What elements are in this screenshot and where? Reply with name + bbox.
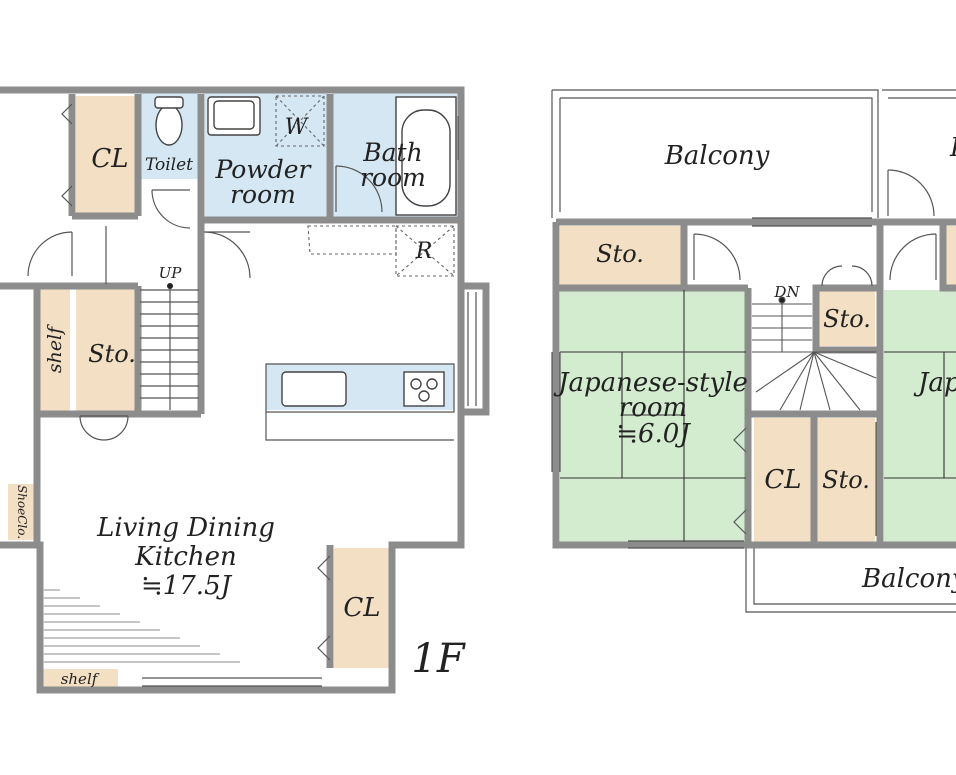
balcony-top-outline xyxy=(551,89,879,218)
japanese-room-label-line1: Japanese-style xyxy=(553,368,748,398)
kitchen-counter-outline xyxy=(265,363,455,441)
balcony-top-window xyxy=(752,217,872,227)
washer-label: W xyxy=(285,115,310,140)
tatami-lines xyxy=(560,290,956,542)
shoe-closet-fill xyxy=(8,484,36,540)
cl-ldk-door-markers xyxy=(317,555,331,661)
door-2f-right-room xyxy=(889,233,937,281)
cl-2f-door-markers xyxy=(733,427,747,535)
ldk-floor-hatch xyxy=(44,589,240,663)
stairs-2f xyxy=(752,296,877,411)
sto-mid-fill xyxy=(819,290,875,346)
toilet-label: Toilet xyxy=(145,155,193,175)
door-balcony-right xyxy=(887,169,935,217)
ldk-label-line2: Kitchen xyxy=(134,542,237,572)
second-floor-plan: Balcony B Sto. DN Sto. Japanese-style ro… xyxy=(551,89,956,613)
first-floor-plan: CL Toilet W Powder room Bath room R UP s… xyxy=(0,86,490,694)
washbasin-bowl-icon xyxy=(213,100,255,130)
toilet-tank-icon xyxy=(154,96,184,109)
wall-window-bump xyxy=(461,282,490,416)
toilet-bowl-icon xyxy=(155,104,183,146)
ldk-bottom-window xyxy=(142,677,322,687)
storage-fill xyxy=(76,289,136,411)
hall-door-left xyxy=(27,231,73,277)
balcony-top-right-partial-label: B xyxy=(949,133,956,163)
first-floor-outer-wall xyxy=(0,86,465,694)
bath-room-label-line1: Bath xyxy=(362,138,422,167)
bath-room-label-line2: room xyxy=(360,163,426,192)
closet-top-fill xyxy=(76,96,135,214)
shelf-bottom-fill xyxy=(42,669,118,687)
jp-room-left-window xyxy=(551,352,561,472)
sto-door xyxy=(79,415,129,441)
sto-bottom-label: Sto. xyxy=(822,466,870,494)
bath-door-swing xyxy=(335,165,383,213)
washer-space xyxy=(275,95,325,147)
wall-2f-sto-mid xyxy=(812,284,884,354)
balcony-bottom-outline xyxy=(745,548,956,613)
bay-window xyxy=(467,292,477,406)
refrigerator-cross xyxy=(395,225,455,277)
cl-top-door-markers xyxy=(61,103,73,207)
storage-label: Sto. xyxy=(88,340,136,368)
bathtub-inner-icon xyxy=(401,109,451,207)
powder-room-label-line1: Powder xyxy=(214,155,312,184)
closet-top-label: CL xyxy=(91,144,128,174)
japanese-room-right-fill xyxy=(884,290,956,542)
up-label: UP xyxy=(159,264,183,282)
wall-2f-right-sto xyxy=(939,222,956,292)
japanese-room-label-line2: room xyxy=(619,393,687,423)
sto-top-right-fill xyxy=(946,226,956,286)
shelf-side-fill xyxy=(40,289,70,411)
japanese-room-right-partial-label: Jap xyxy=(913,368,956,398)
balcony-bottom-label: Balcony xyxy=(861,564,956,594)
sto-mid-label: Sto. xyxy=(823,305,871,333)
sink-icon xyxy=(281,371,347,407)
closet-ldk-label: CL xyxy=(343,593,380,623)
door-2f-sto xyxy=(693,233,741,281)
dn-label: DN xyxy=(773,283,800,301)
closet-ldk-fill xyxy=(334,548,390,668)
balcony-top-right-outline xyxy=(882,89,956,99)
japanese-room-size-label: ≒6.0J xyxy=(616,419,691,449)
door-2f-sto-mid xyxy=(821,265,873,287)
refrigerator-label: R xyxy=(415,239,433,264)
shelf-side-label: shelf xyxy=(44,324,66,373)
balcony-top-label: Balcony xyxy=(664,141,770,171)
stair-up-dot xyxy=(167,283,173,289)
sto-top-left-fill xyxy=(560,226,682,286)
powder-room-label-line2: room xyxy=(230,180,296,209)
toilet-door-swing xyxy=(151,189,191,229)
second-floor-outer-wall xyxy=(552,218,956,549)
jp-room-bottom-window xyxy=(628,540,744,549)
hall-door-center xyxy=(203,231,251,279)
sto-top-left-label: Sto. xyxy=(596,240,644,268)
floor-label-1f: 1F xyxy=(411,636,465,682)
japanese-room-fill xyxy=(560,290,746,542)
pantry-outline xyxy=(307,225,397,255)
ldk-size-label: ≒17.5J xyxy=(141,571,233,601)
stair-down-dot xyxy=(778,296,786,304)
cl-2f-label: CL xyxy=(764,465,801,495)
shoe-closet-label: ShoeClo. xyxy=(15,485,29,539)
cl-2f-fill xyxy=(754,418,812,542)
stairs-1f xyxy=(140,283,199,410)
sto-bottom-fill xyxy=(817,418,875,542)
ldk-label-line1: Living Dining xyxy=(96,513,275,543)
stove-icon xyxy=(403,371,445,407)
shelf-bottom-label: shelf xyxy=(61,670,100,688)
